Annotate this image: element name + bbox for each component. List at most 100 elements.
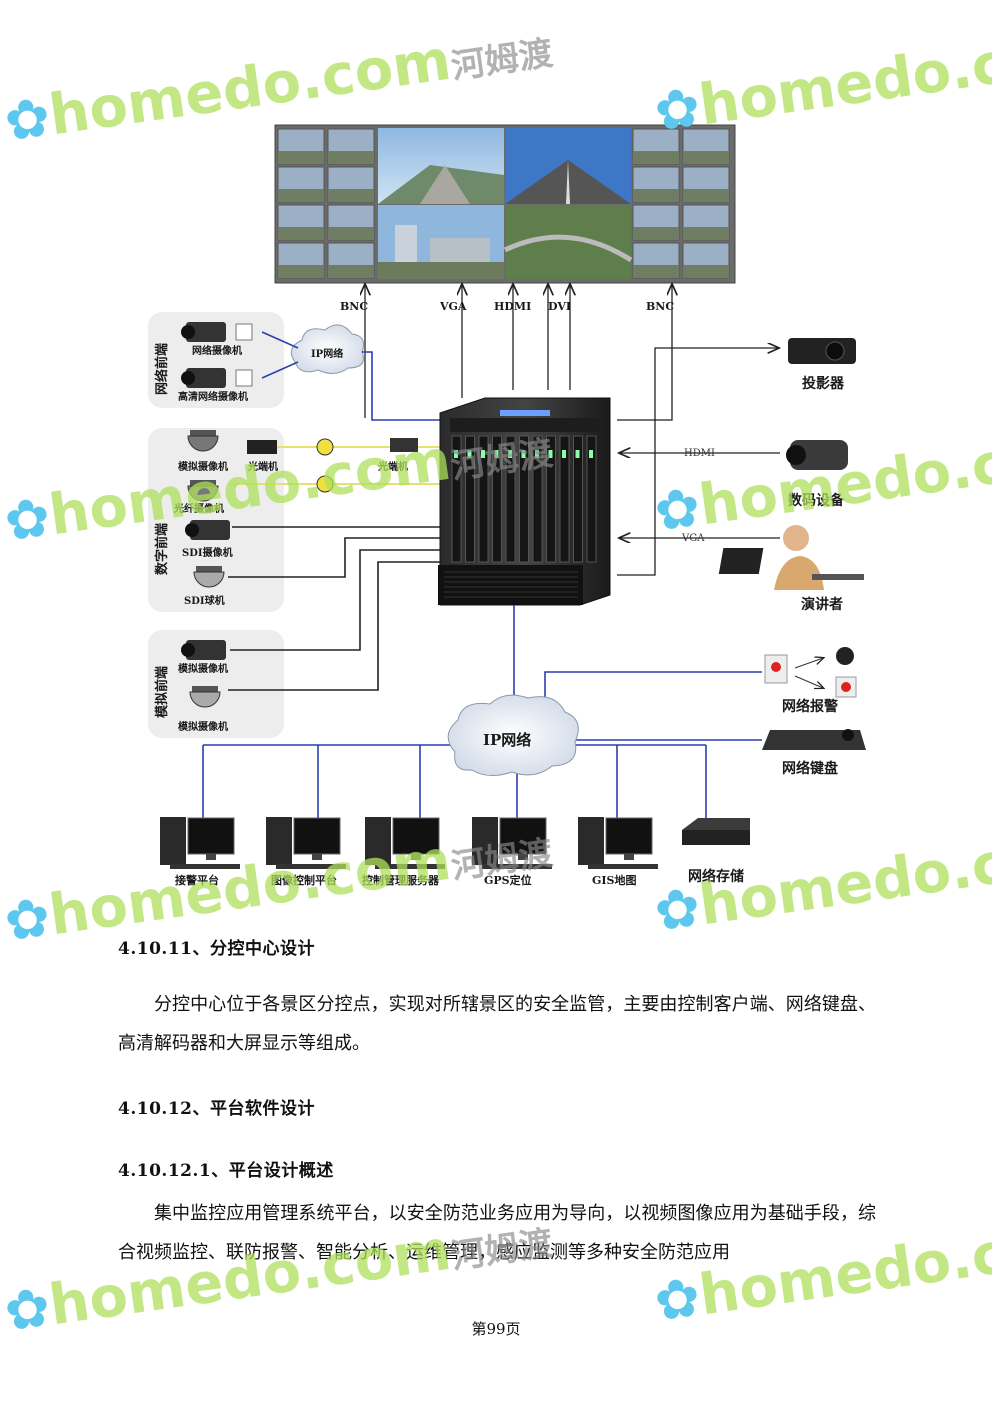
device-label: 模拟摄像机 bbox=[178, 662, 228, 675]
sdi-dome-icon bbox=[193, 566, 225, 588]
analog-frontend-panel bbox=[148, 630, 284, 738]
monitor-tile-ground bbox=[633, 265, 679, 278]
device-label: 模拟摄像机 bbox=[178, 460, 228, 473]
rack-slot-led bbox=[548, 450, 553, 458]
pc-tower-icon bbox=[472, 817, 498, 865]
device-label: 接警平台 bbox=[175, 873, 219, 887]
rack-slot bbox=[586, 435, 597, 563]
output-links bbox=[617, 348, 780, 576]
rack-slot-led bbox=[494, 450, 499, 458]
device-label: 高清网络摄像机 bbox=[178, 390, 248, 403]
pc-monitor-icon bbox=[499, 817, 547, 855]
fiber-connector-icon bbox=[316, 475, 334, 493]
wall-input-label: VGA bbox=[439, 300, 467, 313]
link-label: VGA bbox=[681, 533, 705, 544]
pc-monitor-stand bbox=[411, 854, 421, 860]
wall-input-label: BNC bbox=[646, 300, 674, 313]
dome-camera-icon bbox=[187, 430, 219, 452]
monitor-tile-ground bbox=[633, 189, 679, 202]
monitor-tile-ground bbox=[278, 151, 324, 164]
device-label: 网络键盘 bbox=[782, 760, 838, 777]
pc-tower-icon bbox=[578, 817, 604, 865]
pc-keyboard-icon bbox=[276, 864, 346, 869]
rack-slot-led bbox=[589, 450, 593, 458]
video-wall-input-labels: BNC VGA HDMI DVI BNC bbox=[340, 300, 674, 313]
device-label: 网络存储 bbox=[688, 868, 744, 885]
monitor-tile-grid bbox=[632, 128, 730, 279]
device-label: 数码设备 bbox=[788, 492, 845, 509]
device-label: 演讲者 bbox=[801, 596, 843, 613]
monitor-tile-ground bbox=[278, 189, 324, 202]
rack-slot bbox=[559, 435, 570, 563]
rack-slot-led bbox=[454, 450, 458, 458]
ip-network-cloud-main: IP网络 bbox=[447, 694, 579, 776]
device-label: GPS定位 bbox=[484, 873, 532, 887]
rack-slot-led bbox=[575, 450, 580, 458]
pc-keyboard-icon bbox=[482, 864, 552, 869]
device-label: GIS地图 bbox=[592, 873, 636, 887]
pc-monitor-icon bbox=[293, 817, 341, 855]
optical-terminal-icon bbox=[390, 438, 418, 452]
pc-tower-icon bbox=[365, 817, 391, 865]
system-architecture-diagram: BNC VGA HDMI DVI BNC 网络前端 数字前端 模拟前端 网络摄像… bbox=[148, 124, 866, 887]
device-label: 光端机 bbox=[247, 460, 278, 473]
monitor-tile-ground bbox=[328, 265, 374, 278]
network-links bbox=[261, 331, 440, 421]
svg-text:IP网络: IP网络 bbox=[311, 347, 343, 360]
monitor-tile-ground bbox=[683, 151, 729, 164]
hd-ip-camera-icon bbox=[181, 368, 253, 388]
device-label: 图像控制平台 bbox=[271, 873, 337, 887]
monitor-tile-grid bbox=[277, 128, 375, 279]
matrix-switch-rack bbox=[438, 397, 611, 606]
fiber-connector-icon bbox=[316, 438, 334, 456]
page-number: 第99页 bbox=[471, 1320, 521, 1338]
pc-monitor-icon bbox=[187, 817, 235, 855]
device-label: 光端机 bbox=[377, 460, 408, 473]
device-label: 网络摄像机 bbox=[192, 344, 242, 357]
monitor-tile-ground bbox=[328, 227, 374, 240]
section-heading: 4.10.12、平台软件设计 bbox=[118, 1099, 315, 1119]
camcorder-icon bbox=[786, 440, 848, 470]
analog-dome-icon bbox=[189, 686, 221, 708]
wall-input-label: BNC bbox=[340, 300, 368, 313]
monitor-tile-ground bbox=[278, 227, 324, 240]
pc-monitor-icon bbox=[605, 817, 653, 855]
device-label: 光纤摄像机 bbox=[173, 502, 224, 515]
pc-keyboard-icon bbox=[170, 864, 240, 869]
wall-input-label: DVI bbox=[548, 300, 571, 313]
rack-slot-led bbox=[508, 450, 512, 458]
presenter-icon bbox=[718, 525, 864, 590]
fiber-camera-icon bbox=[187, 480, 219, 502]
optical-terminal-icon bbox=[247, 440, 277, 454]
pc-monitor-stand bbox=[518, 854, 528, 860]
pc-monitor-stand bbox=[312, 854, 322, 860]
rack-slot bbox=[505, 435, 516, 563]
pc-monitor-icon bbox=[392, 817, 440, 855]
pc-monitor-stand bbox=[206, 854, 216, 860]
group-label: 模拟前端 bbox=[154, 666, 170, 718]
device-label: 网络报警 bbox=[782, 698, 838, 715]
rack-slot-led bbox=[521, 450, 526, 458]
section-heading: 4.10.11、分控中心设计 bbox=[118, 939, 315, 959]
pc-tower-icon bbox=[266, 817, 292, 865]
pc-keyboard-icon bbox=[375, 864, 445, 869]
wall-input-label: HDMI bbox=[494, 300, 531, 313]
analog-camera-icon bbox=[181, 640, 226, 660]
network-storage-icon bbox=[682, 818, 750, 845]
rack-slot-led bbox=[481, 450, 485, 458]
device-label: SDI摄像机 bbox=[182, 546, 233, 559]
monitor-tile-ground bbox=[683, 265, 729, 278]
video-wall bbox=[274, 124, 736, 284]
device-label: SDI球机 bbox=[184, 594, 225, 607]
svg-text:IP网络: IP网络 bbox=[483, 731, 531, 749]
sdi-camera-icon bbox=[185, 520, 230, 540]
paragraph: 分控中心位于各景区分控点，实现对所辖景区的安全监管，主要由控制客户端、网络键盘、… bbox=[118, 994, 876, 1054]
monitor-tile-ground bbox=[633, 227, 679, 240]
pc-tower-icon bbox=[160, 817, 186, 865]
monitor-tile-ground bbox=[278, 265, 324, 278]
monitor-tile-ground bbox=[683, 189, 729, 202]
group-label: 数字前端 bbox=[154, 523, 170, 575]
rack-slot bbox=[478, 435, 489, 563]
device-label: 模拟摄像机 bbox=[178, 720, 228, 733]
ip-camera-icon bbox=[181, 322, 253, 342]
